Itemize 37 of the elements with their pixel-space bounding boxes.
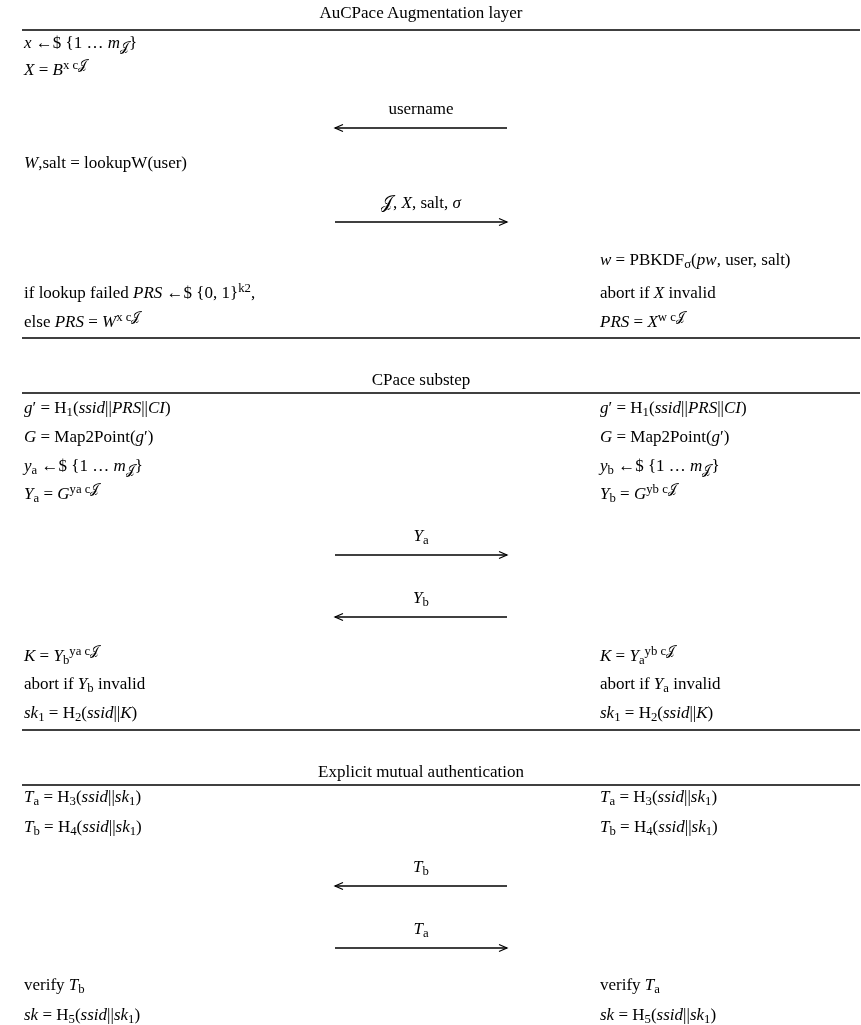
- formula-text: W,salt = lookupW(user): [24, 152, 188, 174]
- formula-text: if lookup failed PRS ←$ {0, 1}$^{k2}$,: [24, 282, 256, 304]
- formula-text: X = B$^{x c𝒥}$: [24, 59, 88, 81]
- message-label: T$_{b}$: [413, 856, 429, 878]
- formula-text: else PRS = W$^{x c𝒥}$: [24, 311, 141, 333]
- formula-text: abort if Y$_{a}$ invalid: [600, 673, 721, 695]
- formula-text: abort if X invalid: [600, 282, 716, 304]
- formula-text: sk$_{1}$ = H$_{2}$(ssid||K): [600, 702, 714, 724]
- formula-text: PRS = X$^{w c𝒥}$: [600, 311, 685, 333]
- message-label: Y$_{b}$: [413, 587, 429, 609]
- formula-text: verify T$_{a}$: [600, 974, 660, 996]
- formula-text: G = Map2Point(g′): [600, 426, 730, 448]
- message-label: T$_{a}$: [413, 918, 429, 940]
- formula-text: T$_{a}$ = H$_{3}$(ssid||sk$_{1}$): [24, 786, 142, 808]
- section-heading: AuCPace Augmentation layer: [319, 2, 523, 24]
- formula-text: verify T$_{b}$: [24, 974, 85, 996]
- section-heading: Explicit mutual authentication: [318, 761, 524, 783]
- section-heading: CPace substep: [371, 369, 471, 391]
- formula-text: sk$_{1}$ = H$_{2}$(ssid||K): [24, 702, 138, 724]
- formula-text: g′ = H$_{1}$(ssid||PRS||CI): [600, 397, 747, 419]
- formula-text: T$_{b}$ = H$_{4}$(ssid||sk$_{1}$): [600, 816, 718, 838]
- message-label: 𝒥, X, salt, σ: [381, 192, 461, 214]
- formula-text: Y$_{a}$ = G$^{ya c𝒥}$: [24, 483, 100, 505]
- formula-text: sk = H$_{5}$(ssid||sk$_{1}$): [24, 1004, 141, 1025]
- formula-text: T$_{a}$ = H$_{3}$(ssid||sk$_{1}$): [600, 786, 718, 808]
- formula-text: y$_{a}$ ←$ {1 … m$_{𝒥}$}: [24, 455, 143, 477]
- message-label: username: [388, 98, 454, 120]
- formula-text: y$_{b}$ ←$ {1 … m$_{𝒥}$}: [600, 455, 720, 477]
- formula-text: sk = H$_{5}$(ssid||sk$_{1}$): [600, 1004, 717, 1025]
- formula-text: w = PBKDF$_{σ}$(pw, user, salt): [600, 249, 791, 271]
- formula-text: x ←$ {1 … m$_{𝒥}$}: [24, 32, 138, 54]
- formula-text: T$_{b}$ = H$_{4}$(ssid||sk$_{1}$): [24, 816, 142, 838]
- formula-text: abort if Y$_{b}$ invalid: [24, 673, 146, 695]
- formula-text: g′ = H$_{1}$(ssid||PRS||CI): [24, 397, 171, 419]
- formula-text: Y$_{b}$ = G$^{yb c𝒥}$: [600, 483, 677, 505]
- message-label: Y$_{a}$: [413, 525, 429, 547]
- formula-text: G = Map2Point(g′): [24, 426, 154, 448]
